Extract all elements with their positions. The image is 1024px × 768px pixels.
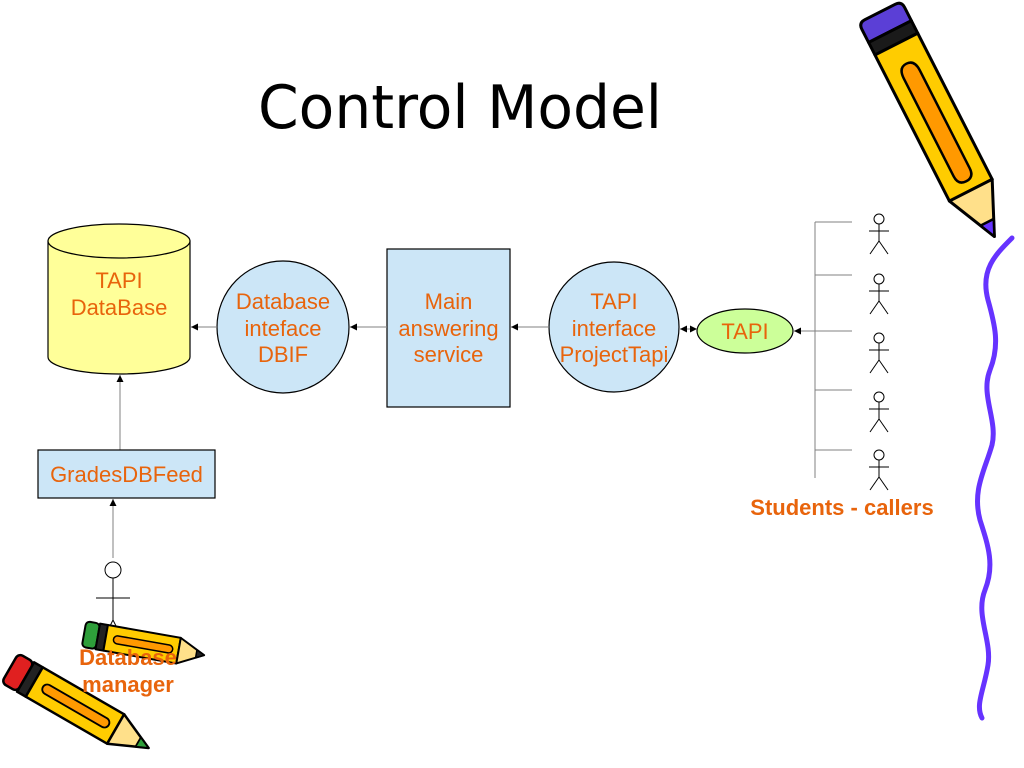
database-label-line-2: DataBase [71,295,168,320]
stick-figure-icon [869,391,889,433]
pencil-icon [81,620,206,665]
figure-head [873,273,885,285]
grades-feed-label: GradesDBFeed [50,462,203,487]
tapi-ellipse [696,308,794,354]
tapi-interface-node: TAPI interface ProjectTapi [548,261,680,393]
figure-right-leg [878,240,889,255]
pencil-wood [947,177,996,239]
figure-left-leg [869,418,880,433]
figure-right-leg [878,476,889,491]
pencil-stripe [41,683,111,729]
stick-figure-icon [869,332,889,374]
db-manager-label-line-1: Database [79,645,177,670]
pencil-stripe [900,61,973,184]
main-service-label-line-2: answering [398,316,498,341]
cylinder-top [47,223,191,259]
figure-head [873,449,885,461]
figure-left-leg [869,476,880,491]
figure-left-leg [869,240,880,255]
dbif-node: Database inteface DBIF [216,260,350,394]
main-service-label-line-1: Main [425,289,473,314]
figure-head [104,561,122,579]
tapi-node: TAPI [696,308,794,354]
tapi-interface-label-line-3: ProjectTapi [560,342,669,367]
pencil-wood [105,713,150,750]
figure-head [873,213,885,225]
main-service-node: Main answering service [386,248,511,408]
grades-feed-node: GradesDBFeed [37,449,216,499]
figure-right-leg [878,418,889,433]
cylinder-body [47,240,191,375]
stick-figure-icon [869,273,889,315]
stick-figure-icon [869,449,889,491]
pencil-icon [859,1,996,239]
dbif-label-line-1: Database [236,289,330,314]
wavy-line-icon [974,235,1015,721]
figure-left-leg [869,359,880,374]
figure-right-leg [878,359,889,374]
db-manager-label-line-2: manager [82,672,174,697]
figure-right-leg [878,300,889,315]
pencil-lead [134,736,150,749]
tapi-interface-label-line-1: TAPI [590,289,637,314]
pencil-icon [2,653,150,750]
crossed-pencils-icon [2,620,206,750]
figure-head [873,332,885,344]
page-title: Control Model [258,73,662,143]
main-service-box [386,248,511,408]
main-service-label-line-3: service [414,342,484,367]
tapi-database-cylinder: TAPI DataBase [47,223,191,375]
dbif-label-line-3: DBIF [258,342,308,367]
database-label-line-1: TAPI [95,268,142,293]
stick-figure-icon [869,213,889,255]
grades-feed-box [37,449,216,499]
pencil-eraser [859,1,913,44]
pencil-lead [979,217,996,238]
figure-left-leg [869,300,880,315]
dbif-label-line-2: inteface [244,316,321,341]
tapi-label: TAPI [721,319,768,344]
figure-head [873,391,885,403]
students-connector-bus [814,221,852,478]
tapi-interface-label-line-2: interface [572,316,656,341]
pencil-stripe [112,635,174,654]
pencil-lead [194,649,205,659]
students-callers-label: Students - callers [750,495,933,520]
